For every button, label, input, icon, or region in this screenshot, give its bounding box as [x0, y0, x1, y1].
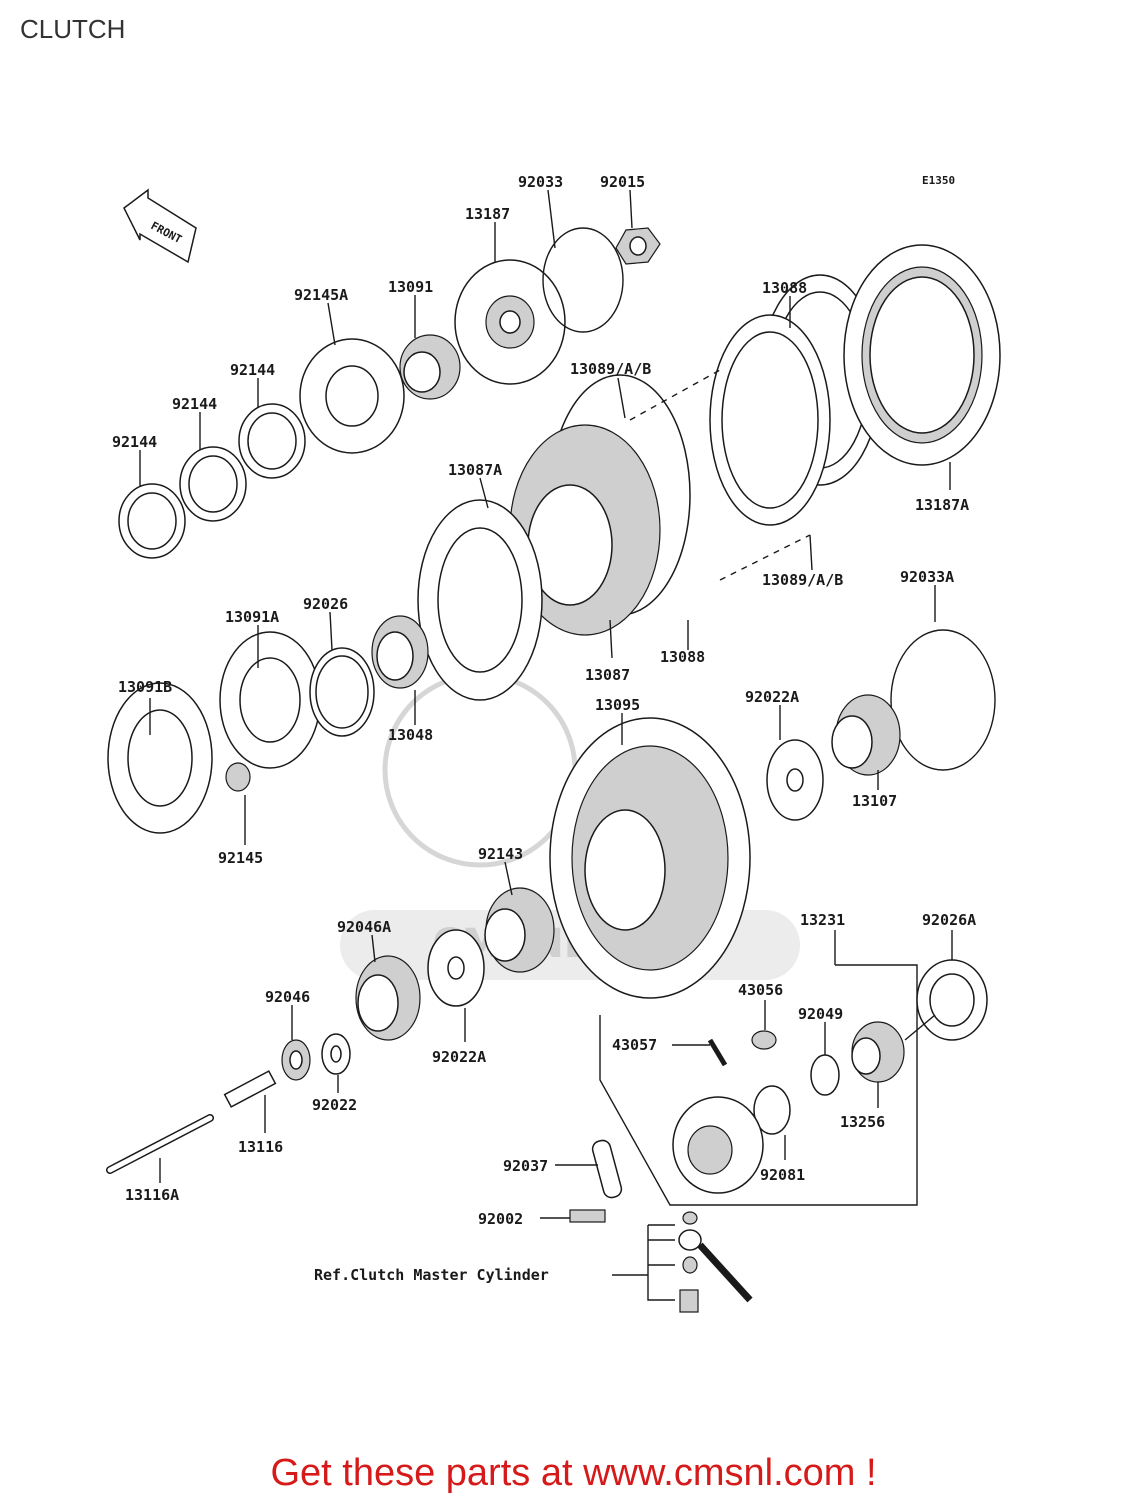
part-label-92037: 92037: [503, 1157, 548, 1175]
bearing-92046: [281, 1039, 311, 1081]
washer-92022a-1: [766, 739, 824, 821]
bearing-13091: [399, 334, 461, 400]
bleed-valve-43056: [751, 1030, 777, 1050]
part-label-92022a-top: 92022A: [745, 688, 799, 706]
part-label-92144-mid: 92144: [172, 395, 217, 413]
bearing-13048: [371, 615, 429, 689]
part-label-13088-bottom: 13088: [660, 648, 705, 666]
part-label-13048: 13048: [388, 726, 433, 744]
part-label-92022a-bottom: 92022A: [432, 1048, 486, 1066]
release-group-bracket: [599, 964, 918, 1206]
part-label-92002: 92002: [478, 1210, 523, 1228]
outer-housing-13095: [549, 717, 751, 999]
part-label-43057: 43057: [612, 1036, 657, 1054]
part-label-92049: 92049: [798, 1005, 843, 1023]
part-label-13091: 13091: [388, 278, 433, 296]
part-label-92046a: 92046A: [337, 918, 391, 936]
friction-plate-13187a: [843, 244, 1001, 466]
part-label-92022: 92022: [312, 1096, 357, 1114]
part-label-13116: 13116: [238, 1138, 283, 1156]
part-label-92015: 92015: [600, 173, 645, 191]
part-label-92033: 92033: [518, 173, 563, 191]
collar-92143: [484, 887, 555, 973]
part-label-13091a: 13091A: [225, 608, 279, 626]
part-label-13095: 13095: [595, 696, 640, 714]
washer-92144-2: [179, 446, 247, 522]
cap-43057: [707, 1038, 728, 1067]
part-label-13231: 13231: [800, 911, 845, 929]
plate-13091b: [107, 682, 213, 834]
plate-13091a: [219, 631, 321, 769]
circlip-92033a: [890, 629, 996, 771]
sleeve-13107: [831, 694, 901, 776]
ring-92026: [309, 647, 375, 737]
washer-92144-3: [238, 403, 306, 479]
plate-92145a: [299, 338, 405, 454]
leader-lines: [139, 189, 953, 1219]
part-label-92143: 92143: [478, 845, 523, 863]
washer-92022: [321, 1033, 351, 1075]
part-label-13091b: 13091B: [118, 678, 172, 696]
part-label-13116a: 13116A: [125, 1186, 179, 1204]
bolt-92002: [569, 1209, 606, 1223]
diagram-code: E1350: [922, 174, 955, 187]
part-label-13087a: 13087A: [448, 461, 502, 479]
push-rod-13116: [223, 1070, 277, 1108]
ref-note-clutch-master-cylinder: Ref.Clutch Master Cylinder: [314, 1266, 549, 1284]
part-label-92145: 92145: [218, 849, 263, 867]
spring-92145: [225, 762, 251, 792]
needle-bearing-92046a: [355, 955, 421, 1041]
gasket-92026a: [916, 959, 988, 1041]
part-label-13187a: 13187A: [915, 496, 969, 514]
part-label-92144-bottom: 92144: [112, 433, 157, 451]
circlip-92033: [542, 227, 624, 333]
part-label-13187: 13187: [465, 205, 510, 223]
washer-92022a-2: [427, 929, 485, 1007]
part-label-43056: 43056: [738, 981, 783, 999]
footer-promo-link[interactable]: Get these parts at www.cmsnl.com !: [270, 1452, 877, 1494]
washer-92144-1: [118, 483, 186, 559]
part-label-13087: 13087: [585, 666, 630, 684]
part-label-92026: 92026: [303, 595, 348, 613]
seal-92049: [810, 1054, 840, 1096]
part-label-92144-top: 92144: [230, 361, 275, 379]
part-label-13256: 13256: [840, 1113, 885, 1131]
dowel-92037: [591, 1139, 623, 1199]
page-title: CLUTCH: [20, 14, 126, 44]
release-cylinder-body: [672, 1096, 764, 1194]
part-label-92026a: 92026A: [922, 911, 976, 929]
rod-13116a: [106, 1114, 214, 1174]
part-label-13089-bottom: 13089/A/B: [762, 571, 843, 589]
part-label-92081: 92081: [760, 1166, 805, 1184]
part-label-92145a: 92145A: [294, 286, 348, 304]
piston-13256: [851, 1021, 905, 1083]
part-label-92046: 92046: [265, 988, 310, 1006]
nut-92015: [615, 227, 661, 265]
part-label-92033a: 92033A: [900, 568, 954, 586]
clutch-hub-13087: [417, 374, 691, 701]
hose-fittings: [678, 1211, 753, 1313]
boot-92081: [753, 1085, 791, 1135]
pressure-plate-13187: [454, 259, 566, 385]
part-label-13088-top: 13088: [762, 279, 807, 297]
part-label-13107: 13107: [852, 792, 897, 810]
part-label-13089-top: 13089/A/B: [570, 360, 651, 378]
front-arrow-icon: FRONT: [123, 188, 197, 264]
